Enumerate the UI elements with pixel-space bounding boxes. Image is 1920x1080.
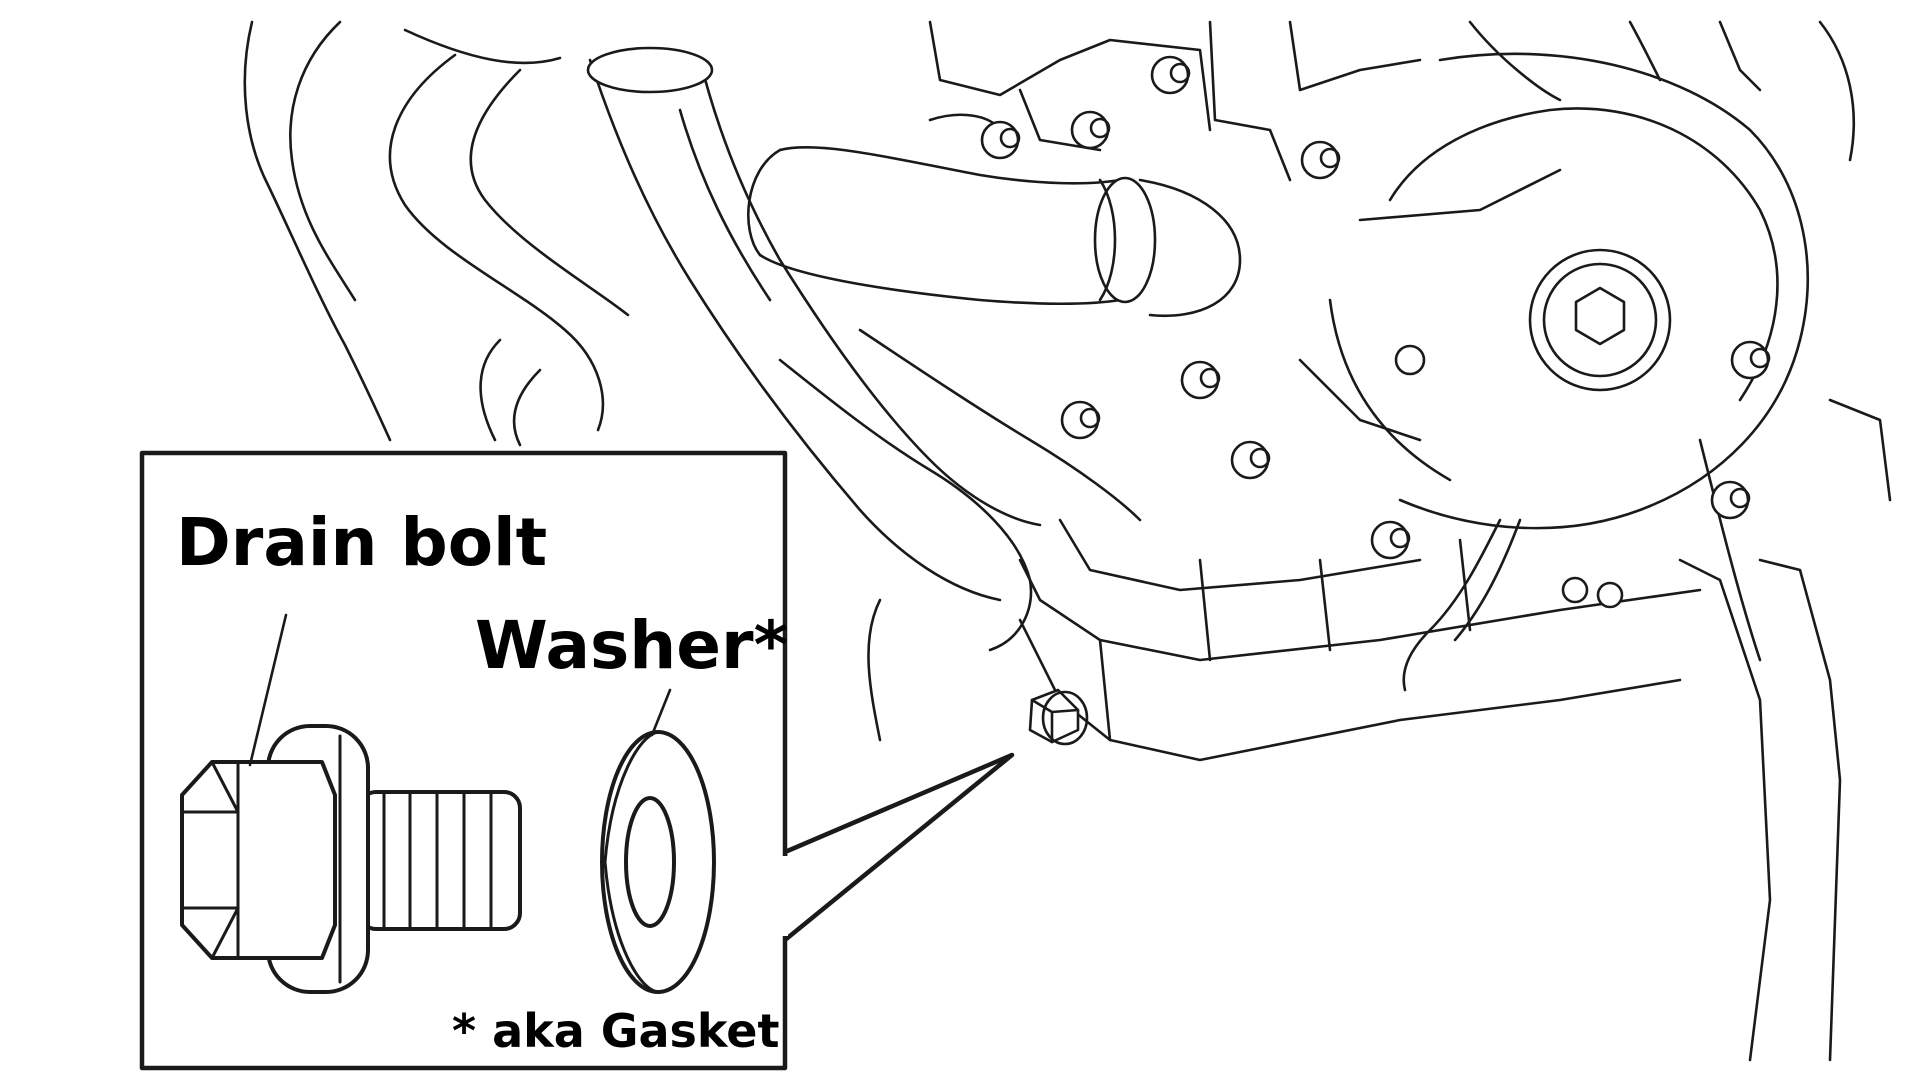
gasket-footnote: * aka Gasket [452, 1004, 779, 1058]
washer-leader-line [650, 688, 672, 737]
engine-line-art [243, 20, 1892, 1062]
drain-bolt-leader-line [248, 613, 288, 767]
engine-bolts [980, 55, 1771, 609]
callout-pointer [782, 752, 1015, 943]
washer-label: Washer* [475, 607, 788, 684]
drain-bolt-label: Drain bolt [176, 504, 547, 581]
drain-bolt-illustration [180, 724, 522, 994]
washer-illustration [600, 730, 716, 994]
